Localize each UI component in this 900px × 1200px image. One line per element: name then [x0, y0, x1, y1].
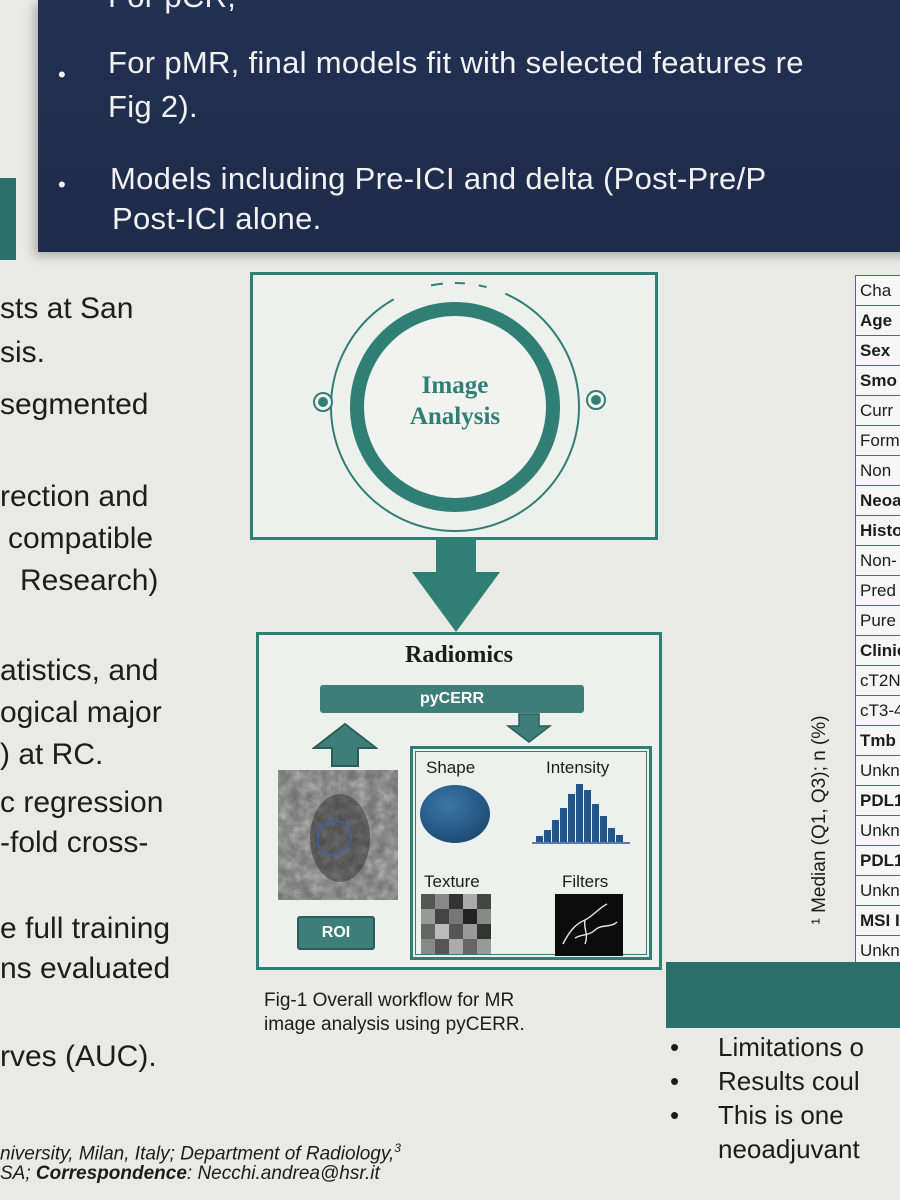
- up-arrow-icon: [312, 722, 378, 767]
- down-arrow-small-icon: [506, 713, 552, 743]
- conclusion-line: Limitations o: [718, 1032, 864, 1062]
- table-row: Non-: [855, 546, 900, 576]
- texture-grid-icon: [421, 894, 491, 954]
- image-analysis-title-line1: Image: [421, 372, 489, 399]
- correspondence-email: : Necchi.andrea@hsr.it: [186, 1163, 380, 1184]
- inner-ring: [350, 302, 560, 512]
- affiliation-line2: SA; Correspondence: Necchi.andrea@hsr.it: [0, 1162, 380, 1186]
- methods-line: e full training: [0, 912, 171, 945]
- bullet-dot: •: [58, 172, 66, 197]
- correspondence-label: Correspondence: [35, 1163, 187, 1184]
- results-panel: [38, 0, 900, 252]
- image-analysis-title-line2: Analysis: [409, 403, 501, 430]
- methods-line: Research): [20, 564, 159, 597]
- table-row: PDL1: [855, 846, 900, 876]
- methods-line: ogical major: [0, 696, 162, 729]
- table-row: Unkno: [855, 936, 900, 966]
- intensity-label: Intensity: [546, 758, 610, 777]
- methods-line: sis.: [0, 336, 45, 369]
- methods-line: atistics, and: [0, 654, 159, 687]
- methods-line: ) at RC.: [0, 738, 104, 771]
- methods-line: c regression: [0, 786, 164, 819]
- table-row: Histo: [855, 516, 900, 546]
- conclusion-line: This is one: [718, 1100, 844, 1130]
- image-analysis-ring-graphic: [313, 282, 606, 532]
- table-row: Unkn: [855, 876, 900, 906]
- mr-image: [278, 770, 398, 900]
- partial-bullet-text: For pCR,: [108, 0, 236, 16]
- conclusion-line: neoadjuvant: [718, 1134, 860, 1164]
- roi-label: ROI: [297, 916, 375, 950]
- results-bullet-1-line1: For pMR, final models fit with selected …: [108, 45, 804, 80]
- table-row: Form: [855, 426, 900, 456]
- table-row: Smo: [855, 366, 900, 396]
- table-row: Non: [855, 456, 900, 486]
- shape-sphere-icon: [420, 785, 490, 843]
- table-row: MSI I: [855, 906, 900, 936]
- shape-label: Shape: [426, 758, 476, 777]
- features-box-inner-border: [415, 751, 647, 955]
- ring-node-right-dot: [591, 395, 601, 405]
- results-bullet-2-line1: Models including Pre-ICI and delta (Post…: [110, 161, 767, 196]
- methods-line: segmented: [0, 388, 149, 421]
- table-footnote: ¹ Median (Q1, Q3); n (%): [809, 715, 830, 925]
- affiliation-text: niversity, Milan, Italy; Department of R…: [0, 1143, 395, 1165]
- results-bullet-1-line2: Fig 2).: [108, 89, 198, 124]
- affiliation-superscript: 3: [394, 1141, 401, 1155]
- filters-edge-icon: [555, 894, 623, 956]
- bullet-dot: •: [58, 62, 66, 87]
- table-row: cT3-4: [855, 696, 900, 726]
- table-row: Curr: [855, 396, 900, 426]
- results-bullet-2-line2: Post-ICI alone.: [112, 201, 322, 236]
- table-row: Sex: [855, 336, 900, 366]
- table-row: Unkn: [855, 816, 900, 846]
- table-footnote-container: ¹ Median (Q1, Q3); n (%): [800, 690, 840, 950]
- table-row: Neoa: [855, 486, 900, 516]
- bullet-dot: •: [670, 1066, 680, 1096]
- affiliation-prefix: SA;: [0, 1163, 36, 1184]
- figure-caption-line2: image analysis using pyCERR.: [264, 1014, 525, 1035]
- figure-caption-line1: Fig-1 Overall workflow for MR: [264, 990, 515, 1011]
- filters-label: Filters: [562, 872, 609, 891]
- intensity-histogram-icon: [532, 784, 630, 844]
- table-row: Unkn: [855, 756, 900, 786]
- conclusions-header-strip: [666, 962, 900, 1028]
- bullet-dot: •: [670, 1032, 680, 1062]
- table-row: Pure: [855, 606, 900, 636]
- table-row: Cha: [855, 276, 900, 306]
- radiomics-title: Radiomics: [405, 642, 513, 668]
- table-row: PDL1: [855, 786, 900, 816]
- affiliation-line1: niversity, Milan, Italy; Department of R…: [0, 1136, 401, 1166]
- section-header-strip: [0, 178, 16, 260]
- conclusion-line: Results coul: [718, 1066, 860, 1096]
- texture-label: Texture: [424, 872, 480, 891]
- methods-line: ns evaluated: [0, 952, 171, 985]
- methods-line: sts at San: [0, 292, 134, 325]
- bullet-dot: •: [670, 1100, 680, 1130]
- methods-line: rection and: [0, 480, 149, 513]
- ring-node-left-dot: [318, 397, 328, 407]
- down-arrow-icon: [412, 540, 500, 632]
- methods-line: compatible: [8, 522, 154, 555]
- image-analysis-title: Image Analysis: [350, 370, 560, 432]
- methods-line: rves (AUC).: [0, 1040, 157, 1073]
- table-row: Tmb: [855, 726, 900, 756]
- table-row: Pred: [855, 576, 900, 606]
- roi-contour: [317, 820, 353, 856]
- pycerr-bar: pyCERR: [320, 685, 584, 713]
- methods-line: -fold cross-: [0, 826, 149, 859]
- table-row: Age: [855, 306, 900, 336]
- table-row: cT2N: [855, 666, 900, 696]
